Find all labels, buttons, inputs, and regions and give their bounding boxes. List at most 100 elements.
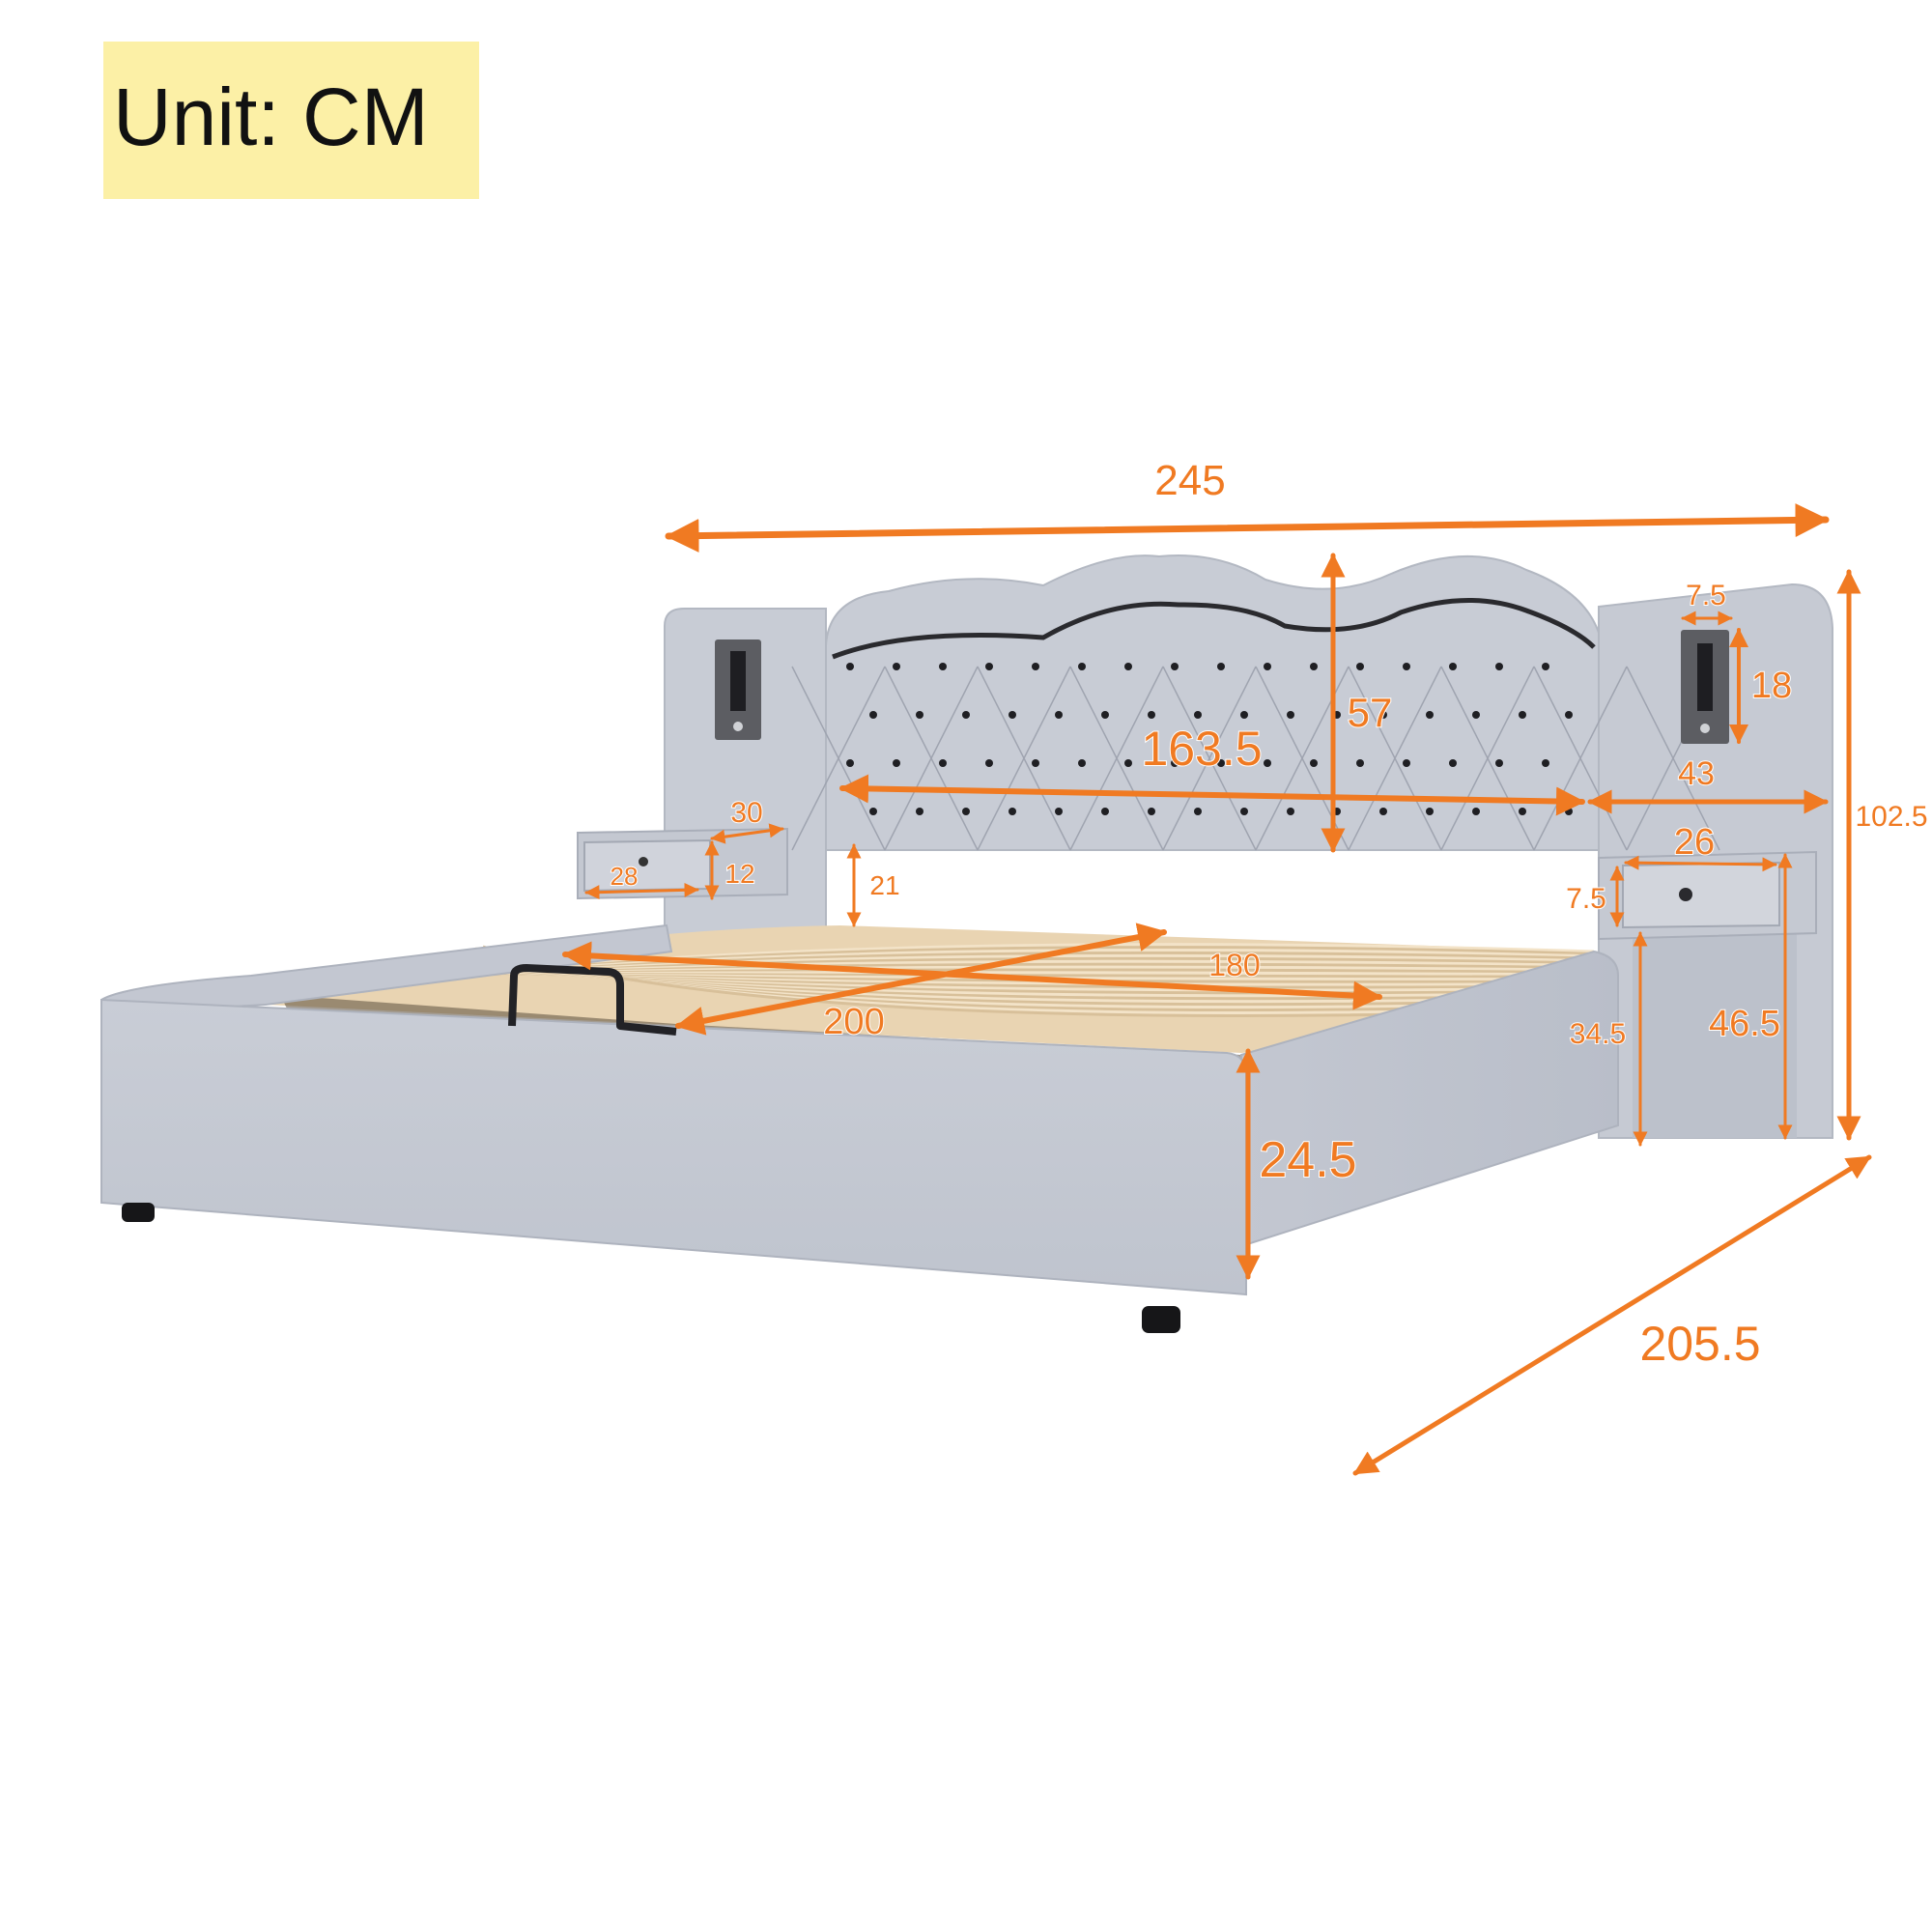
tuft-button <box>962 711 970 719</box>
tuft-button <box>939 663 947 670</box>
tuft-button <box>1124 663 1132 670</box>
tuft-button <box>1565 808 1573 815</box>
label-headboard-width: 163.5 <box>1141 722 1262 776</box>
tuft-button <box>1495 759 1503 767</box>
label-frame-height: 24.5 <box>1259 1132 1356 1188</box>
tuft-button <box>1519 711 1526 719</box>
tuft-button <box>1403 663 1410 670</box>
label-lamp-height: 18 <box>1751 666 1792 706</box>
unit-label: Unit: CM <box>113 71 429 162</box>
tuft-button <box>1101 711 1109 719</box>
tuft-button <box>1009 808 1016 815</box>
tuft-button <box>869 711 877 719</box>
tuft-button <box>1124 759 1132 767</box>
tuft-button <box>1055 808 1063 815</box>
tuft-seam <box>884 666 979 851</box>
tuft-button <box>1171 759 1179 767</box>
arrow-left-drawer-depth <box>710 823 784 844</box>
tuft-button <box>1495 663 1503 670</box>
right-side-rail <box>1240 950 1619 1248</box>
left-reading-lamp <box>715 639 761 740</box>
tuft-button <box>869 808 877 815</box>
tuft-button <box>1101 808 1109 815</box>
label-mattress-length: 200 <box>823 1002 884 1042</box>
arrow-overall-length <box>1352 1154 1872 1476</box>
tuft-button <box>1310 663 1318 670</box>
arrow-right-shelf-width <box>1624 855 1777 872</box>
tuft-button <box>1032 759 1039 767</box>
label-left-drawer-depth: 30 <box>730 797 762 829</box>
label-total-height: 102.5 <box>1855 801 1927 833</box>
label-overall-width: 245 <box>1154 457 1225 504</box>
dimension-labels: 245 163.5 57 7.5 18 43 102.5 30 28 12 21… <box>610 457 1928 1371</box>
tuft-button <box>962 808 970 815</box>
right-nightstand <box>1598 850 1817 941</box>
tuft-button <box>893 759 900 767</box>
label-right-drawer-height: 7.5 <box>1566 883 1606 915</box>
tuft-button <box>916 711 923 719</box>
tuft-button <box>1379 808 1387 815</box>
tuft-button <box>846 759 854 767</box>
tuft-seam <box>791 666 886 851</box>
tuft-button <box>1009 711 1016 719</box>
label-side-panel-width: 43 <box>1678 755 1715 792</box>
tuft-button <box>1403 759 1410 767</box>
tuft-button <box>1055 711 1063 719</box>
foot-center <box>1142 1306 1180 1333</box>
tuft-button <box>1449 759 1457 767</box>
foot-left <box>122 1203 155 1222</box>
tuft-button <box>1449 663 1457 670</box>
label-left-drawer-height: 12 <box>724 859 754 889</box>
tuft-button <box>1379 711 1387 719</box>
tuft-seam <box>977 666 1071 851</box>
label-mattress-width: 180 <box>1208 948 1260 982</box>
tuft-button <box>1148 711 1155 719</box>
headboard-piping <box>832 598 1596 660</box>
label-right-shelf-width: 26 <box>1674 822 1715 863</box>
tuft-button <box>1310 759 1318 767</box>
tuft-button <box>1356 663 1364 670</box>
tuft-button <box>1426 711 1434 719</box>
tuft-button <box>1217 663 1225 670</box>
tuft-button <box>985 759 993 767</box>
tuft-button <box>1287 711 1294 719</box>
label-headboard-clearance: 21 <box>869 870 899 900</box>
tuft-button <box>1565 711 1573 719</box>
unit-label-box: Unit: CM <box>103 42 479 199</box>
label-left-drawer-width: 28 <box>611 862 639 891</box>
tuft-button <box>1078 759 1086 767</box>
tuft-seam <box>1440 666 1535 851</box>
tuft-button <box>1426 808 1434 815</box>
tuft-button <box>1472 711 1480 719</box>
tuft-button <box>916 808 923 815</box>
label-headboard-height: 57 <box>1348 690 1393 735</box>
tuft-button <box>1217 759 1225 767</box>
label-lamp-width: 7.5 <box>1686 580 1726 611</box>
right-reading-lamp <box>1681 630 1729 744</box>
tuft-button <box>1194 711 1202 719</box>
bed-illustration <box>100 554 1833 1333</box>
tuft-seam <box>1069 666 1164 851</box>
tuft-button <box>1356 759 1364 767</box>
tuft-button <box>1472 808 1480 815</box>
tuft-button <box>1264 759 1271 767</box>
tuft-button <box>1264 663 1271 670</box>
dimension-arrows <box>562 502 1872 1476</box>
tuft-button <box>1519 808 1526 815</box>
tuft-button <box>1032 663 1039 670</box>
tuft-button <box>1240 808 1248 815</box>
tuft-seam <box>1348 666 1442 851</box>
tuft-button <box>939 759 947 767</box>
arrow-headboard-width <box>839 774 1585 816</box>
tuft-button <box>985 663 993 670</box>
arrow-left-drawer-width <box>584 882 699 900</box>
tuft-button <box>846 663 854 670</box>
label-side-panel-lower-height: 46.5 <box>1709 1004 1780 1044</box>
tuft-button <box>893 663 900 670</box>
tuft-button <box>1148 808 1155 815</box>
tuft-button <box>1542 663 1549 670</box>
arrow-mattress-length <box>675 923 1167 1036</box>
tuft-button <box>1194 808 1202 815</box>
label-overall-length: 205.5 <box>1639 1317 1760 1371</box>
